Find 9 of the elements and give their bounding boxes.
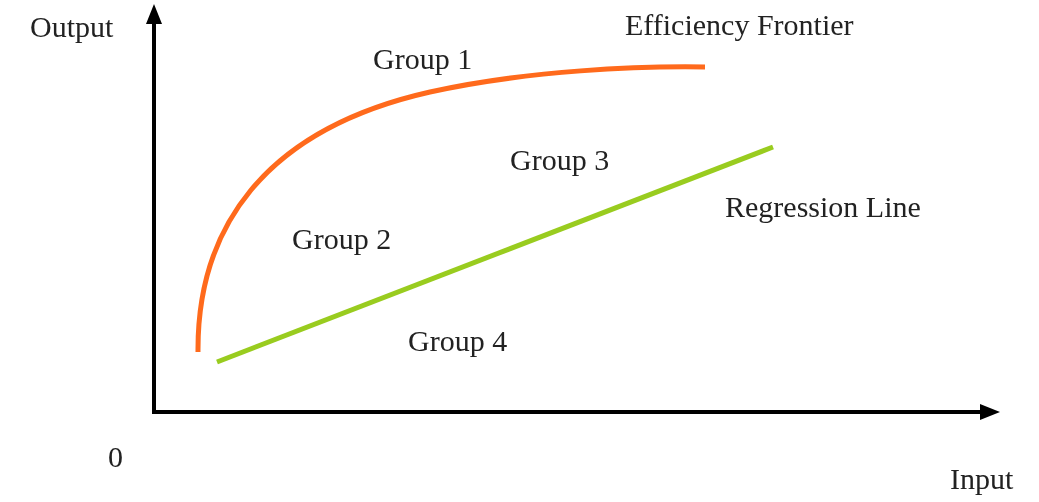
- group-label: Group 3: [510, 143, 610, 177]
- curve-label: Regression Line: [725, 190, 921, 224]
- curve-label: Efficiency Frontier: [625, 8, 854, 42]
- group-label: Group 2: [292, 222, 392, 256]
- group-label: Group 1: [373, 42, 473, 76]
- axis-label: Input: [950, 462, 1014, 496]
- origin-label: 0: [108, 440, 123, 474]
- axis-label: Output: [30, 10, 114, 44]
- group-label: Group 4: [408, 324, 508, 358]
